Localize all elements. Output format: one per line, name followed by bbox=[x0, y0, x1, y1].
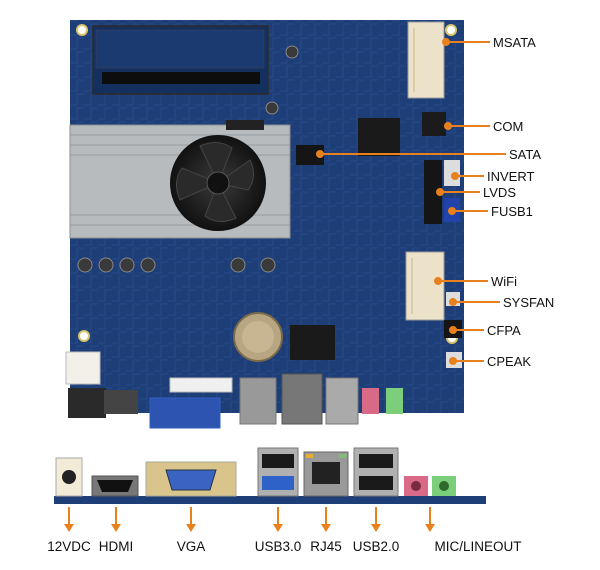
label-cfpa: CFPA bbox=[487, 323, 521, 338]
board-edge bbox=[54, 496, 486, 504]
rear-panel-side-view bbox=[54, 447, 486, 504]
com-header bbox=[422, 112, 446, 136]
label-lvds: LVDS bbox=[483, 185, 516, 200]
label-12vdc: 12VDC bbox=[47, 539, 91, 554]
label-mic-lineout: MIC/LINEOUT bbox=[434, 539, 522, 554]
sata-connector bbox=[296, 145, 324, 165]
right-callouts bbox=[316, 38, 506, 365]
lan-chip bbox=[290, 325, 335, 360]
power-4pin-connector bbox=[65, 351, 101, 385]
label-com: COM bbox=[493, 119, 524, 134]
mounting-hole bbox=[76, 24, 88, 36]
label-rj45: RJ45 bbox=[310, 539, 342, 554]
label-wifi: WiFi bbox=[491, 274, 517, 289]
msata-slot bbox=[407, 21, 445, 99]
label-cpeak: CPEAK bbox=[487, 354, 532, 369]
mounting-hole bbox=[445, 24, 457, 36]
label-vga: VGA bbox=[176, 539, 206, 554]
motherboard-top-view bbox=[65, 20, 464, 429]
label-sysfan: SYSFAN bbox=[503, 295, 555, 310]
label-usb20: USB2.0 bbox=[352, 539, 400, 554]
label-sata: SATA bbox=[509, 147, 542, 162]
label-fusb1: FUSB1 bbox=[491, 204, 533, 219]
mounting-hole bbox=[78, 330, 90, 342]
lvds-header bbox=[424, 160, 442, 224]
label-hdmi: HDMI bbox=[98, 539, 134, 554]
bottom-callouts bbox=[64, 507, 435, 532]
label-msata: MSATA bbox=[493, 35, 536, 50]
io-chip bbox=[358, 118, 400, 156]
label-usb30: USB3.0 bbox=[254, 539, 302, 554]
label-invert: INVERT bbox=[487, 169, 535, 184]
